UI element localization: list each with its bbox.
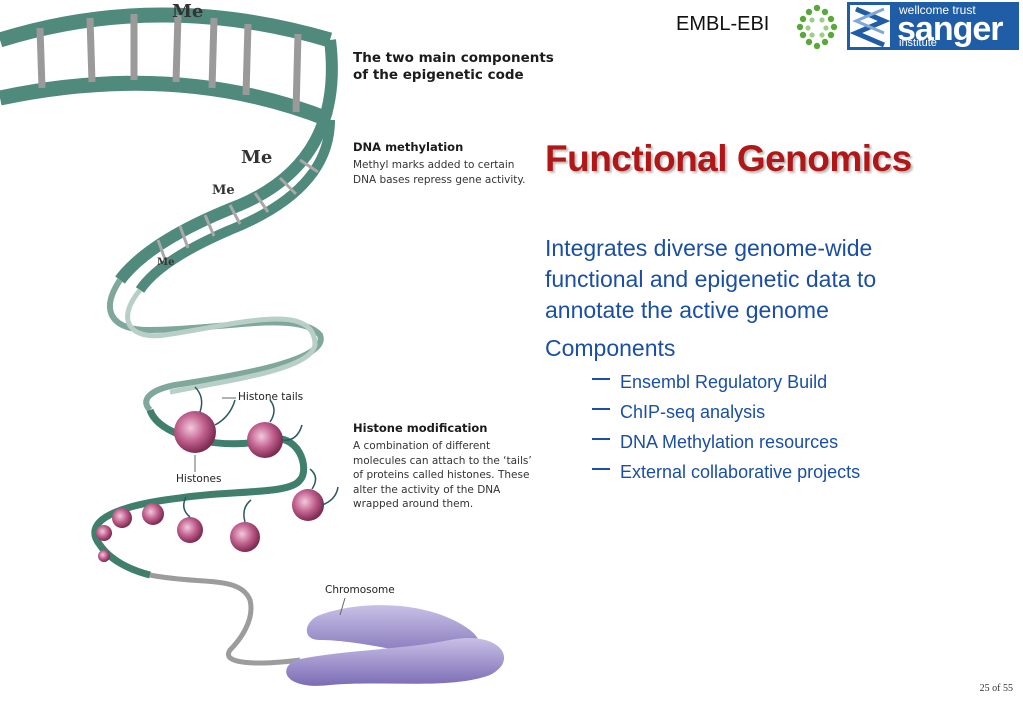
page-number: 25 of 55 <box>979 683 1013 694</box>
intro-text: Integrates diverse genome-wide functiona… <box>545 235 877 323</box>
components-list: Ensembl Regulatory Build ChIP-seq analys… <box>592 367 860 487</box>
methylation-description: Methyl marks added to certain DNA bases … <box>353 159 526 186</box>
list-item: External collaborative projects <box>592 457 860 487</box>
histones-group <box>96 411 324 562</box>
dash-bullet-icon <box>592 438 610 440</box>
histone-title: Histone modification <box>353 421 488 435</box>
sanger-name-text: sanger <box>897 10 1003 48</box>
dna-backbone-top-outer <box>0 7 333 48</box>
methyl-label: Me <box>157 257 175 268</box>
list-item-label: DNA Methylation resources <box>620 431 839 452</box>
chromosome-shape <box>286 605 505 686</box>
figure-heading: The two main components of the epigeneti… <box>353 50 554 83</box>
sanger-wellcome-text: wellcome trust <box>899 3 976 17</box>
dna-backbone-top-inner <box>0 75 333 127</box>
dash-bullet-icon <box>592 468 610 470</box>
embl-ebi-wordmark: EMBL-EBI <box>676 13 770 35</box>
dash-bullet-icon <box>592 378 610 380</box>
chromosome-label: Chromosome <box>325 584 395 596</box>
components-heading: Components <box>545 335 676 361</box>
histones-label: Histones <box>176 473 222 485</box>
list-item: ChIP-seq analysis <box>592 397 860 427</box>
dash-bullet-icon <box>592 408 610 410</box>
dna-illustration <box>0 7 505 686</box>
methyl-label: Me <box>172 1 204 22</box>
methyl-label: Me <box>241 147 273 168</box>
list-item: DNA Methylation resources <box>592 427 860 457</box>
embl-ebi-logo-icon <box>796 4 838 50</box>
list-item-label: ChIP-seq analysis <box>620 401 766 422</box>
epigenetics-figure: Me Me Me Me The two main components of t… <box>0 1 554 686</box>
sanger-helix-icon <box>850 5 890 47</box>
methyl-label: Me <box>212 183 235 198</box>
histone-description: A combination of different molecules can… <box>353 440 532 510</box>
list-item-label: External collaborative projects <box>620 461 861 482</box>
methylation-title: DNA methylation <box>353 140 464 154</box>
slide-title: Functional Genomics <box>545 138 912 179</box>
sanger-institute-text: institute <box>899 37 937 49</box>
sanger-logo: wellcome trust sanger institute <box>847 2 1019 50</box>
histone-tails-label: Histone tails <box>238 391 304 403</box>
list-item-label: Ensembl Regulatory Build <box>620 371 828 392</box>
list-item: Ensembl Regulatory Build <box>592 367 860 397</box>
